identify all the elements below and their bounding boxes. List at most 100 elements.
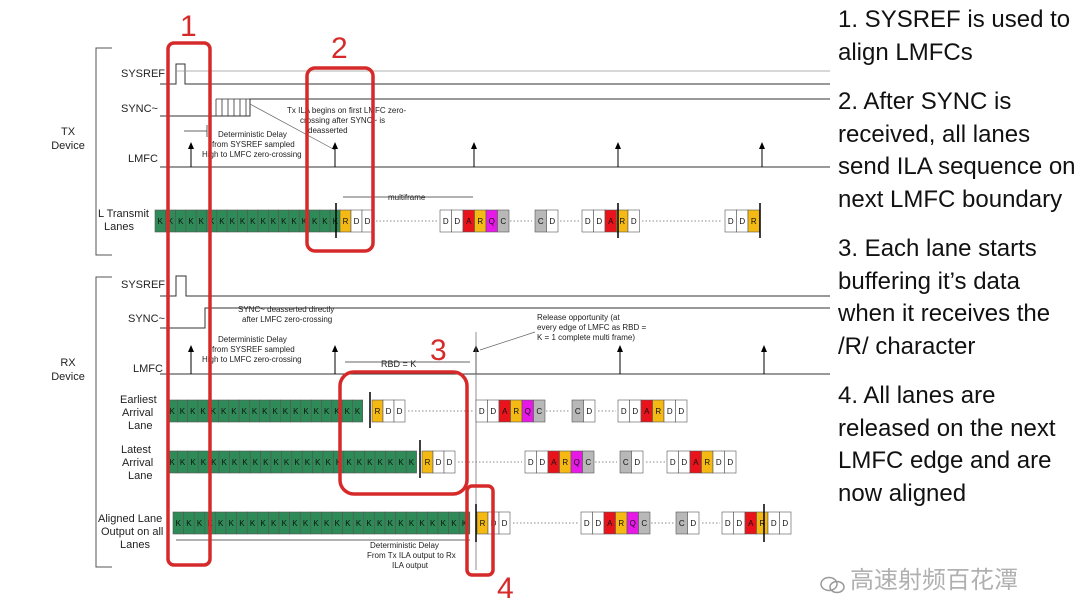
aligned-char: K — [197, 519, 203, 528]
earliest-char: D — [632, 407, 638, 416]
tx-sysref-label: SYSREF — [121, 68, 165, 80]
tx-lmfc-arrowhead — [615, 142, 621, 149]
aligned-char: D — [502, 519, 508, 528]
earliest-char: D — [479, 407, 485, 416]
tx-char: K — [260, 217, 266, 226]
latest-char: K — [222, 458, 228, 467]
aligned-char: K — [398, 519, 404, 528]
tx-sysref-signal — [160, 63, 830, 85]
aligned-char: K — [356, 519, 362, 528]
aligned-char: A — [607, 519, 613, 528]
earliest-char: A — [644, 407, 650, 416]
latest-char: C — [623, 458, 629, 467]
aligned-char: K — [345, 519, 351, 528]
tx-char: D — [454, 217, 460, 226]
aligned-char: K — [271, 519, 277, 528]
aligned-char: C — [641, 519, 647, 528]
tx-char: R — [477, 217, 483, 226]
aligned-char: K — [409, 519, 415, 528]
marker-1: 1 — [180, 10, 197, 43]
tx-char: C — [538, 217, 544, 226]
earliest-char: C — [575, 407, 581, 416]
tx-char: K — [291, 217, 297, 226]
marker-3: 3 — [430, 334, 447, 367]
tx-lanes-label-2: Lanes — [104, 221, 134, 233]
tx-char: R — [343, 217, 349, 226]
aligned-char: K — [176, 519, 182, 528]
rx-lmfc-arrowhead — [617, 345, 623, 352]
latest-char: K — [294, 458, 300, 467]
rx-section-brace — [95, 276, 112, 568]
aligned-char: C — [679, 519, 685, 528]
tx-char: D — [739, 217, 745, 226]
rx-lmfc-arrowhead — [761, 345, 767, 352]
tx-char: K — [157, 217, 163, 226]
aligned-char: K — [292, 519, 298, 528]
aligned-char: D — [595, 519, 601, 528]
earliest-box — [583, 399, 596, 423]
latest-char: K — [284, 458, 290, 467]
rx-delay-note-3: High to LMFC zero-crossing — [202, 355, 302, 364]
earliest-box — [352, 399, 363, 423]
tx-char: D — [549, 217, 555, 226]
marker-4: 4 — [497, 572, 514, 605]
latest-char: K — [409, 458, 415, 467]
tx-multiframe-label: multiframe — [388, 193, 426, 202]
rx-delay-note-1: Deterministic Delay — [218, 335, 287, 344]
latest-char: D — [727, 458, 733, 467]
tx-box — [627, 209, 640, 233]
tx-char: D — [354, 217, 360, 226]
rx-sysref-label: SYSREF — [121, 279, 165, 291]
latest-char: K — [253, 458, 259, 467]
tx-delay-note-3: High to LMFC zero-crossing — [202, 150, 302, 159]
rbd-label: RBD = K — [381, 359, 416, 369]
latest-char: K — [326, 458, 332, 467]
rx-sync-label: SYNC~ — [128, 313, 165, 325]
aligned-char: A — [748, 519, 754, 528]
earliest-char: K — [231, 407, 237, 416]
tx-lane-row: KKKKKKKKKKKKKKKKKKRDDDDARQCCDDDARDDDR — [154, 203, 761, 238]
tx-box — [546, 209, 559, 233]
earliest-label-1: Earliest — [120, 394, 157, 406]
latest-box — [631, 450, 644, 474]
aligned-char: K — [451, 519, 457, 528]
earliest-char: K — [303, 407, 309, 416]
latest-label-3: Lane — [128, 470, 152, 482]
aligned-char: R — [618, 519, 624, 528]
tx-char: K — [322, 217, 328, 226]
earliest-char: K — [262, 407, 268, 416]
out-delay-note-3: ILA output — [392, 561, 429, 570]
tx-char: D — [585, 217, 591, 226]
aligned-char: Q — [630, 519, 636, 528]
latest-label-1: Latest — [121, 444, 151, 456]
note-1: 1. SYSREF is used to align LMFCs — [838, 6, 1071, 66]
rx-sync-note-1: SYNC~ deasserted directly — [238, 305, 334, 314]
tx-lmfc-arrowhead — [188, 142, 194, 149]
tx-char: K — [312, 217, 318, 226]
latest-char: Q — [574, 458, 580, 467]
latest-char: A — [693, 458, 699, 467]
tx-char: R — [619, 217, 625, 226]
tx-char: K — [199, 217, 205, 226]
rx-sync-signal — [160, 307, 830, 329]
earliest-char: K — [314, 407, 320, 416]
latest-char: K — [201, 458, 207, 467]
earliest-char: K — [334, 407, 340, 416]
tx-sync-signal — [160, 98, 830, 117]
earliest-char: K — [221, 407, 227, 416]
earliest-char: K — [355, 407, 361, 416]
earliest-char: Q — [525, 407, 531, 416]
aligned-label-2: Output on all — [101, 526, 163, 538]
aligned-char: K — [335, 519, 341, 528]
aligned-char: D — [736, 519, 742, 528]
rx-delay-note-2: from SYSREF sampled — [212, 345, 295, 354]
latest-char: K — [388, 458, 394, 467]
aligned-char: D — [771, 519, 777, 528]
latest-char: K — [190, 458, 196, 467]
earliest-char: K — [324, 407, 330, 416]
tx-sync-label: SYNC~ — [121, 103, 158, 115]
tx-box — [497, 209, 510, 233]
